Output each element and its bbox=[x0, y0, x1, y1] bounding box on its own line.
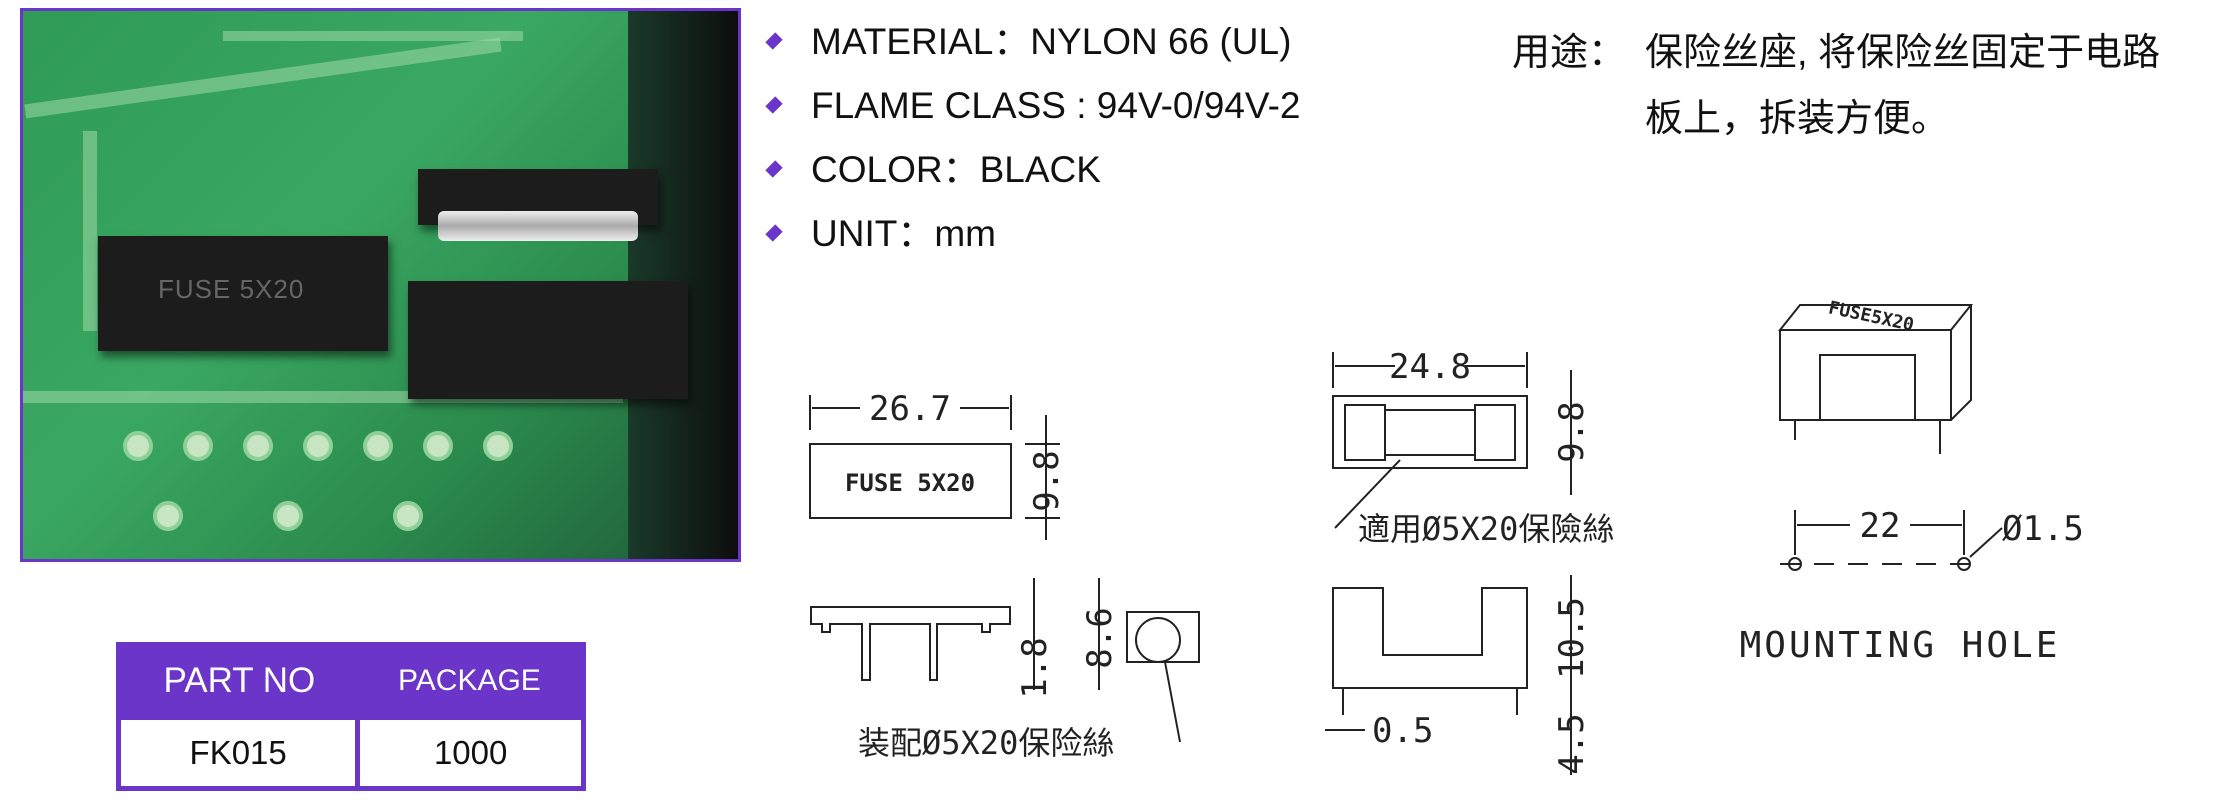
svg-text:MOUNTING HOLE: MOUNTING HOLE bbox=[1740, 625, 2061, 666]
svg-text:10.5: 10.5 bbox=[1552, 597, 1592, 679]
svg-text:8.6: 8.6 bbox=[1080, 607, 1120, 668]
mounting-hole-view: 22 Ø1.5 MOUNTING HOLE bbox=[1740, 506, 2084, 666]
svg-text:24.8: 24.8 bbox=[1389, 347, 1471, 387]
usage-description: 用途：保险丝座, 将保险丝固定于电路 板上，拆装方便。 bbox=[1512, 32, 2161, 140]
svg-text:1.8: 1.8 bbox=[1015, 637, 1055, 698]
svg-text:装配Ø5X20保险絲: 装配Ø5X20保险絲 bbox=[858, 724, 1114, 762]
header-part-no: PART NO bbox=[118, 644, 358, 718]
isometric-view: FUSE5X20 bbox=[1777, 297, 1974, 454]
svg-text:Ø1.5: Ø1.5 bbox=[2002, 509, 2084, 549]
base-top-view: 24.8 9.8 適用Ø5X20保險絲 bbox=[1332, 347, 1614, 548]
product-photo: FUSE 5X20 bbox=[20, 8, 741, 562]
svg-text:26.7: 26.7 bbox=[869, 389, 951, 429]
fuse-holder-cover: FUSE 5X20 bbox=[98, 236, 388, 351]
svg-text:0.5: 0.5 bbox=[1372, 711, 1433, 751]
svg-text:適用Ø5X20保險絲: 適用Ø5X20保險絲 bbox=[1358, 510, 1614, 548]
header-package: PACKAGE bbox=[357, 644, 584, 718]
svg-text:9.8: 9.8 bbox=[1027, 450, 1067, 511]
cover-side-view: 1.8 8.6 装配Ø5X20保险絲 bbox=[810, 578, 1200, 762]
cell-part-no: FK015 bbox=[115, 715, 361, 791]
svg-text:4.5: 4.5 bbox=[1552, 713, 1592, 774]
cell-package: 1000 bbox=[355, 715, 586, 791]
svg-text:9.8: 9.8 bbox=[1552, 401, 1592, 462]
svg-text:22: 22 bbox=[1860, 506, 1901, 546]
svg-text:FUSE 5X20: FUSE 5X20 bbox=[845, 469, 975, 497]
cover-top-view: FUSE 5X20 26.7 9.8 bbox=[809, 389, 1067, 540]
base-front-view: 10.5 4.5 0.5 bbox=[1325, 575, 1592, 775]
